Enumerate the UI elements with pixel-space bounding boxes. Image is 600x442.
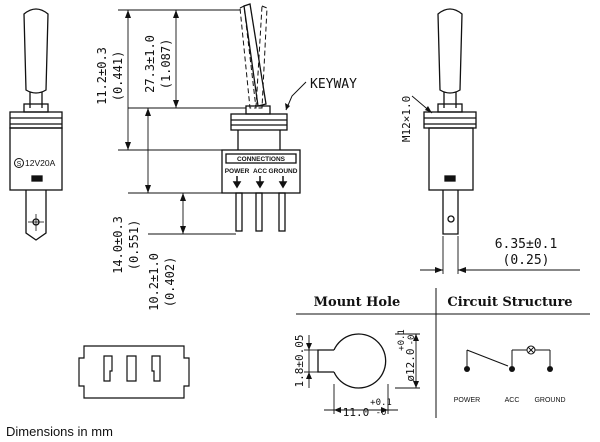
front-brand-logo bbox=[14, 158, 24, 168]
spec-table bbox=[296, 288, 590, 418]
side-dimension-arrows bbox=[125, 10, 186, 234]
dimensions-caption: Dimensions in mm bbox=[6, 424, 113, 439]
terminal-cutout bbox=[78, 345, 190, 399]
dim-body-value: 14.0±0.3 bbox=[111, 216, 125, 274]
mount-hole-title: Mount Hole bbox=[314, 295, 401, 310]
dim-terminal-value: 10.2±1.0 bbox=[147, 253, 161, 311]
circuit-nodes bbox=[464, 366, 553, 372]
dim-diameter: ø12.0 bbox=[404, 348, 417, 381]
dim-diameter-tol-lower: -0 bbox=[407, 335, 417, 346]
toggle-dashed-right bbox=[255, 5, 268, 109]
dim-total-inch: (1.087) bbox=[159, 39, 173, 90]
front-body bbox=[9, 127, 63, 191]
circuit-diagram bbox=[466, 345, 551, 367]
thread-label: M12×1.0 bbox=[400, 96, 413, 142]
dim-toggle-value: 11.2±0.3 bbox=[95, 47, 109, 105]
right-lever bbox=[437, 8, 463, 94]
terminal-arrows bbox=[232, 176, 288, 189]
node-acc bbox=[509, 366, 515, 372]
width-arrow-right bbox=[458, 267, 466, 273]
front-rating-label: 12V20A bbox=[25, 158, 56, 168]
pin-acc bbox=[255, 192, 263, 232]
circuit-label-ground: GROUND bbox=[534, 397, 565, 404]
dim-keyway-width: 1.8±0.05 bbox=[293, 335, 306, 388]
node-power bbox=[464, 366, 470, 372]
pin-ground bbox=[278, 192, 286, 232]
dim-toggle-inch: (0.441) bbox=[111, 51, 125, 102]
terminal-label-acc: ACC bbox=[253, 168, 267, 175]
connections-title: CONNECTIONS bbox=[237, 156, 286, 163]
right-nut bbox=[423, 111, 477, 129]
side-nut bbox=[230, 113, 288, 131]
front-nut bbox=[9, 111, 63, 129]
side-lever bbox=[243, 3, 267, 107]
dim-diameter-tol-upper: +0.1 bbox=[397, 329, 407, 351]
mount-hole-arrows bbox=[306, 334, 419, 413]
lamp-icon bbox=[526, 345, 536, 355]
pin-power bbox=[235, 192, 243, 232]
front-brand-letter: S bbox=[17, 161, 22, 168]
dim-body-inch: (0.551) bbox=[127, 220, 141, 271]
toggle-dashed-left bbox=[239, 5, 257, 109]
node-ground bbox=[547, 366, 553, 372]
dim-width-value: 6.35±0.1 bbox=[495, 237, 558, 252]
side-view bbox=[221, 3, 301, 232]
keyway-label: KEYWAY bbox=[310, 77, 357, 92]
dim-width-inch: (0.25) bbox=[503, 253, 550, 268]
dim-flat-tol-lower: -0 bbox=[376, 408, 387, 418]
circuit-label-power: POWER bbox=[454, 397, 480, 404]
front-terminal bbox=[25, 190, 47, 241]
front-lever bbox=[23, 8, 49, 94]
thread-arrow bbox=[425, 106, 432, 113]
front-view bbox=[9, 8, 63, 241]
right-terminal bbox=[442, 190, 459, 235]
dim-terminal-inch: (0.402) bbox=[163, 257, 177, 308]
side-dimension-lines bbox=[118, 9, 246, 235]
dim-flat-tol-upper: +0.1 bbox=[370, 398, 392, 408]
circuit-structure-title: Circuit Structure bbox=[447, 295, 572, 310]
mount-hole-circle bbox=[333, 333, 387, 389]
terminal-label-ground: GROUND bbox=[269, 168, 298, 175]
right-view bbox=[411, 8, 580, 274]
circuit-label-acc: ACC bbox=[505, 397, 520, 404]
width-arrow-left bbox=[435, 267, 443, 273]
dim-flat: 11.0 bbox=[343, 406, 370, 419]
dim-total-value: 27.3±1.0 bbox=[143, 35, 157, 93]
terminal-label-power: POWER bbox=[225, 168, 250, 175]
right-body bbox=[428, 127, 474, 191]
